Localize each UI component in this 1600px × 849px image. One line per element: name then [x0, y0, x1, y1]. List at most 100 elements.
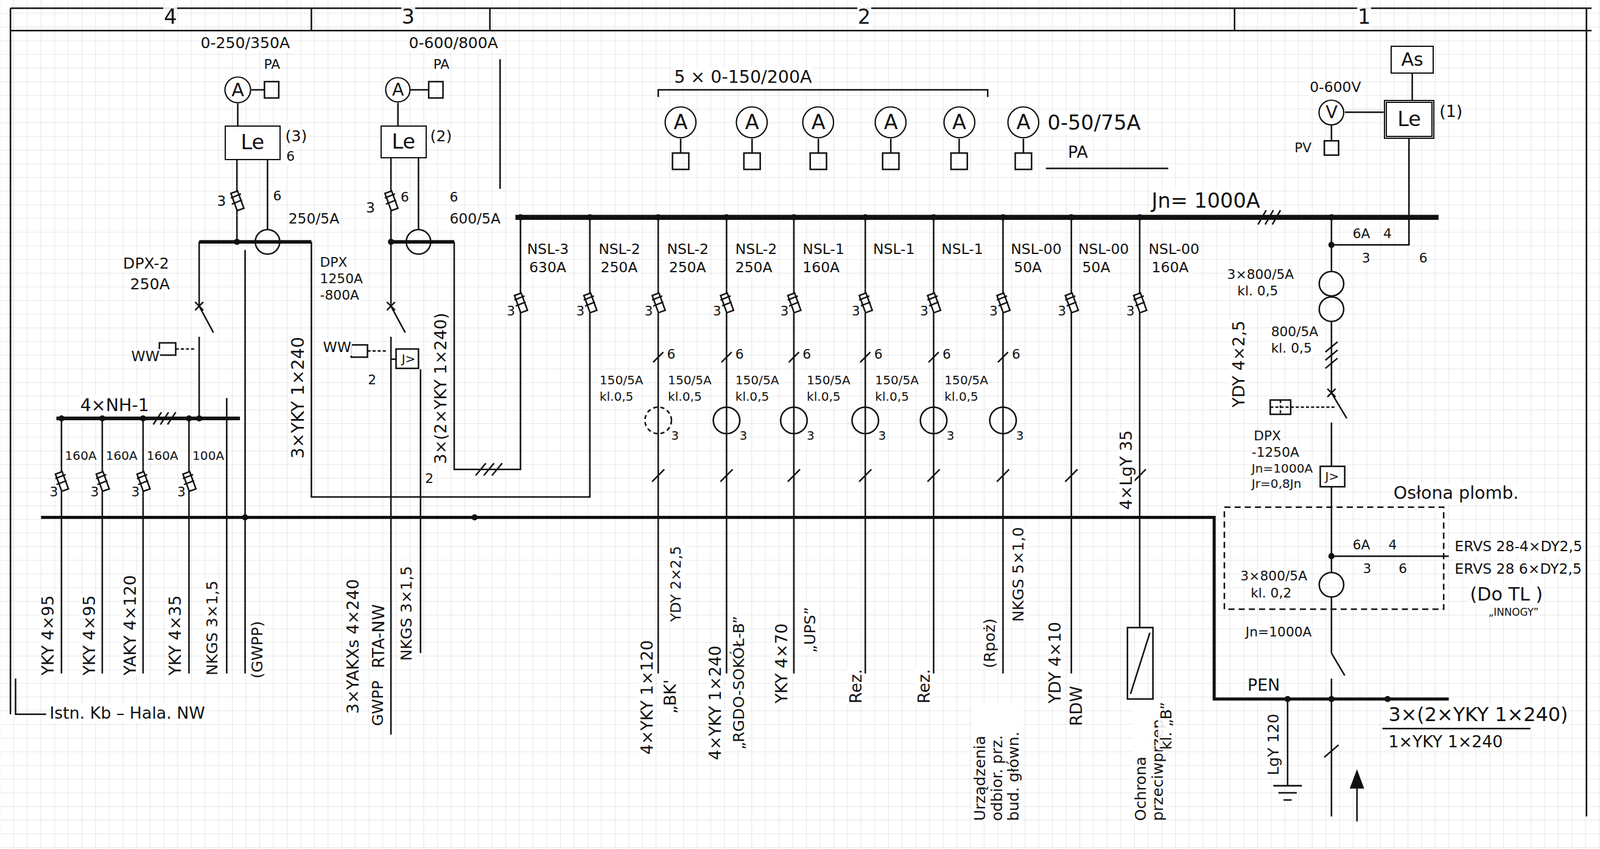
meter-circle — [875, 107, 907, 139]
annotation: 6 — [734, 347, 745, 362]
group-bracket — [15, 678, 47, 715]
annotation: 6 — [285, 149, 296, 164]
supply-arrow — [1350, 771, 1364, 788]
annotation: (2) — [429, 127, 453, 145]
current-transformer — [406, 229, 431, 254]
meter-stub — [251, 89, 1024, 153]
meter-connection — [1411, 73, 1414, 101]
node-text-holder: Le — [1397, 108, 1422, 131]
annotation: DPX — [1252, 428, 1282, 444]
drawing-part — [586, 214, 593, 221]
annotation: 150/5A — [874, 373, 920, 387]
drawing-part — [140, 415, 147, 422]
node-label: A — [811, 111, 826, 134]
cable-label: NKGS 3×1,5 — [398, 564, 416, 662]
annotation: 5 × 0-150/200A — [673, 67, 813, 87]
annotation: 4×NH-1 — [79, 395, 150, 415]
fuse-switch — [720, 288, 734, 318]
node-text-holder: Le — [391, 130, 416, 154]
annotation: 3 — [505, 303, 516, 319]
bar-ticks — [153, 412, 176, 425]
annotation: NSL-1 — [940, 241, 984, 258]
meter-circle — [1319, 99, 1345, 125]
cable-label: 3×(2×YKY 1×240) — [431, 311, 450, 464]
annotation: Jn=1000A — [1251, 461, 1314, 475]
annotation: 1250A — [319, 271, 364, 287]
fuse-switch — [1133, 288, 1148, 318]
annotation: 3 — [877, 428, 887, 443]
annotation: NSL-2 — [734, 241, 778, 258]
annotation: 250/5A — [287, 211, 341, 228]
annotation: 3 — [946, 428, 956, 443]
annotation: (3) — [284, 127, 309, 145]
meter-bracket — [658, 89, 1169, 169]
node-label: A — [1016, 111, 1031, 134]
annotation: Istn. Kb – Hala. NW — [48, 703, 206, 722]
current-transformer — [851, 407, 879, 435]
drawing-part — [58, 415, 65, 422]
wire-count-ticks — [653, 351, 1009, 363]
annotation: 800/5A — [1270, 324, 1320, 340]
annotation: PA — [263, 57, 281, 72]
node-text-holder: V — [1325, 102, 1338, 122]
annotation: 3 — [644, 303, 654, 319]
meter-circle — [803, 107, 835, 139]
meter-box: Le — [380, 125, 427, 159]
annotation: 50A — [1081, 259, 1112, 276]
current-transformer — [1319, 572, 1344, 597]
annotation: 3 — [851, 303, 861, 319]
cable-label: „RGDO-SOKÓŁ-B” — [730, 614, 748, 751]
feeder-wire — [199, 241, 1140, 674]
annotation: 3 — [1015, 428, 1025, 443]
annotation: NSL-00 — [1077, 241, 1130, 258]
annotation: WW — [322, 339, 352, 356]
annotation: -1250A — [1251, 445, 1300, 460]
cable-label: Urządzenia odbior. prz. bud. główn. — [971, 702, 1023, 822]
meter-connection — [236, 103, 239, 126]
annotation: 150/5A — [943, 373, 989, 387]
annotation: (Do TL ) — [1469, 583, 1544, 604]
node-text-holder: A — [1016, 111, 1031, 134]
current-transformer — [713, 407, 741, 435]
meter-box: As — [1390, 45, 1434, 74]
annotation: PA — [432, 57, 451, 72]
annotation: 0-50/75A — [1047, 112, 1142, 135]
fuse-switch — [514, 288, 528, 318]
node-text-holder: A — [811, 111, 826, 134]
annotation: 150/5A — [599, 373, 645, 387]
drawing-part — [196, 415, 203, 422]
main-breaker — [1327, 388, 1347, 419]
cable-label: YKY 4×35 — [166, 594, 184, 676]
node-text-holder: As — [1400, 49, 1423, 70]
annotation: 150/5A — [806, 373, 852, 387]
cable-label: RTA-NW — [369, 603, 388, 669]
cable-label: 4×LgY 35 — [1117, 429, 1135, 511]
cable-label: 4×YKY 1×240 — [706, 644, 724, 761]
cable-label: NKGS 3×1,5 — [203, 579, 222, 676]
ammeter-circle: A — [384, 76, 411, 103]
annotation: 3 — [89, 484, 100, 500]
node-text-holder: A — [673, 111, 688, 134]
drawing-part — [1384, 695, 1391, 702]
meter-circle — [736, 107, 768, 139]
fuse — [230, 186, 245, 216]
meter-connection — [1344, 111, 1384, 114]
annotation: 160A — [64, 448, 98, 463]
meter-box: Le — [1383, 99, 1436, 139]
fuse-switch — [859, 288, 873, 318]
meter-connection — [396, 102, 399, 126]
drawing-part — [233, 238, 240, 245]
ammeter-circle: A — [664, 105, 698, 139]
annotation: J> — [1324, 469, 1340, 483]
fuse-switch — [1065, 288, 1079, 318]
node-text-holder: A — [231, 79, 245, 100]
annotation: -800A — [319, 287, 360, 303]
meter-switch — [950, 152, 968, 170]
cable-label: LgY 120 — [1265, 712, 1283, 776]
annotation: PEN — [1246, 675, 1281, 694]
meter-switch — [810, 152, 827, 170]
busbar-ticks — [1257, 210, 1281, 225]
current-transformer — [644, 407, 672, 435]
